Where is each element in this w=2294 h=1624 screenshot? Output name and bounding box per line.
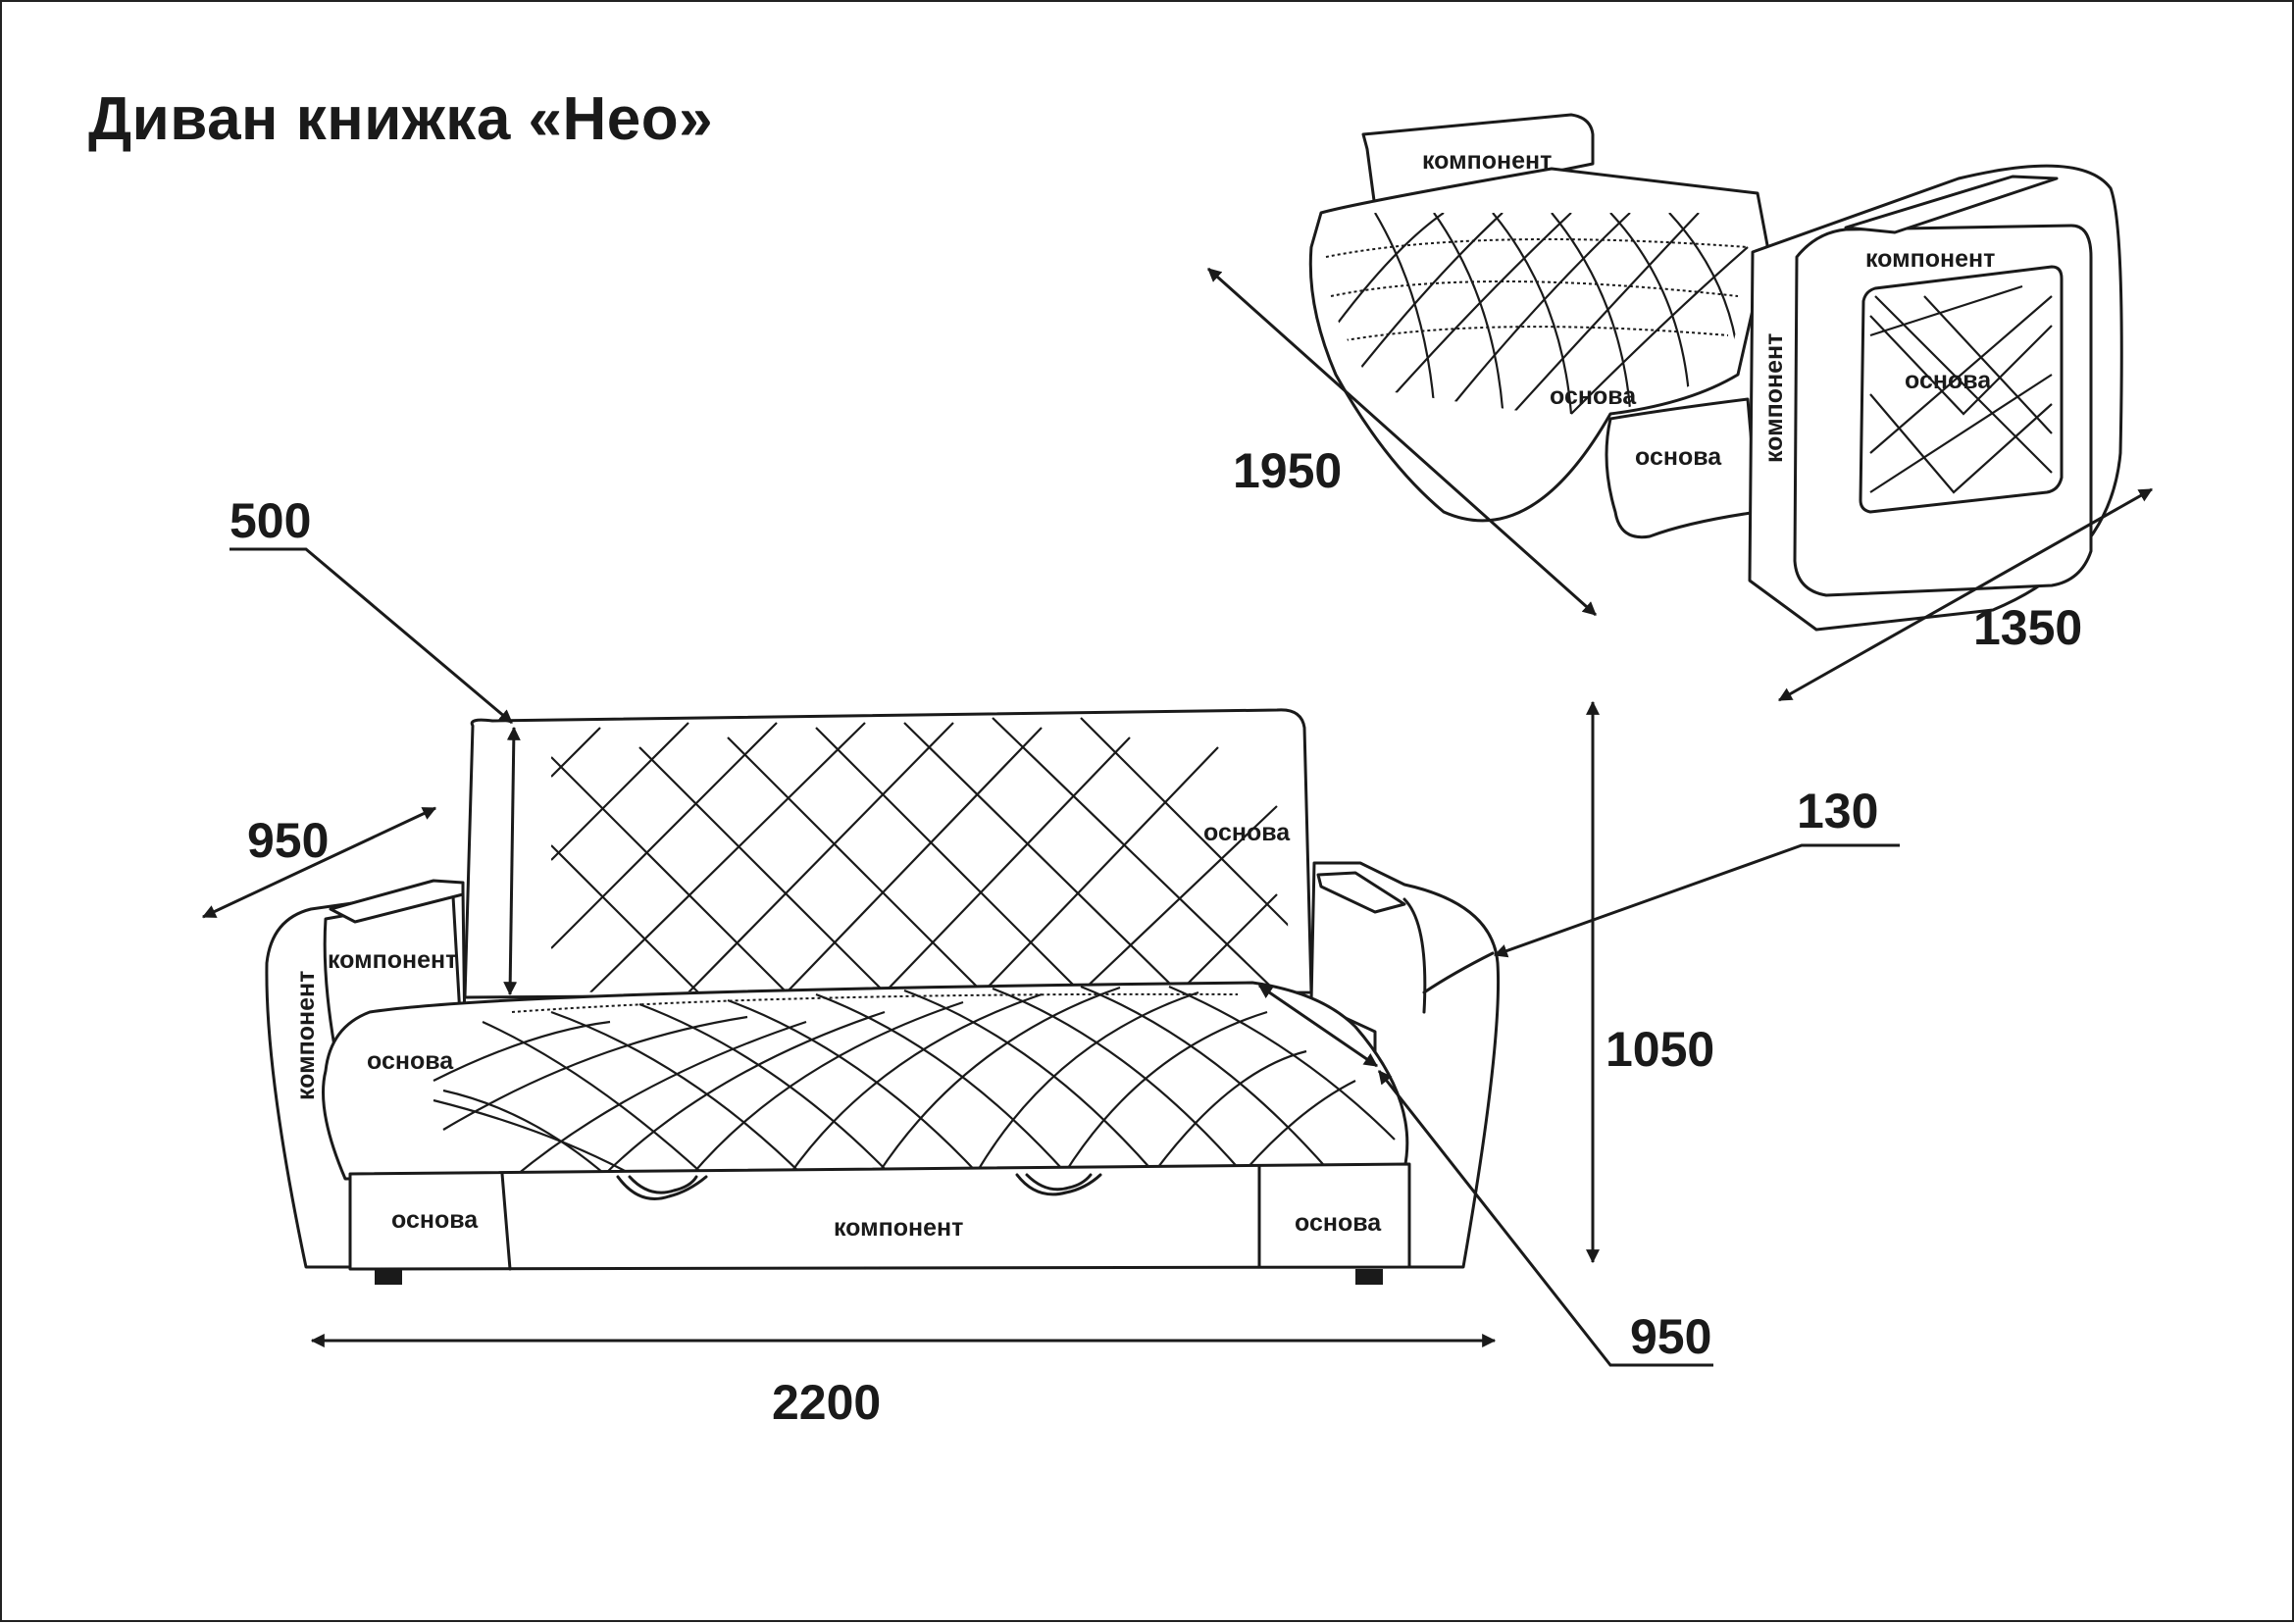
dim-armrest-width: 130 bbox=[1797, 784, 1878, 838]
unfolded-seat-cushion bbox=[1605, 397, 1759, 539]
right-armrest bbox=[1309, 861, 1501, 1269]
dim-back-height: 500 bbox=[229, 493, 311, 548]
label-window-base: основа bbox=[1905, 367, 1992, 394]
label-armrest-component: компонент bbox=[1865, 245, 1995, 273]
label-seat-front-base: основа bbox=[1635, 443, 1722, 471]
label-left-base: основа bbox=[391, 1206, 479, 1234]
label-backrest-base: основа bbox=[1203, 819, 1291, 846]
left-foot bbox=[375, 1269, 402, 1285]
diagram-title: Диван книжка «Нео» bbox=[88, 85, 714, 153]
dim-top-depth: 1950 bbox=[1233, 443, 1342, 498]
drawer-handle-left bbox=[616, 1175, 708, 1200]
label-right-base: основа bbox=[1295, 1209, 1382, 1237]
front-sofa: основа компонент компонент основа основа… bbox=[265, 708, 1501, 1285]
dimension-lines: 1950 1350 500 950 130 1050 950 2200 bbox=[201, 267, 2154, 1430]
unfolded-sofa: компонент компонент компонент основа осн… bbox=[1308, 113, 2123, 632]
right-foot bbox=[1355, 1269, 1383, 1285]
dim-arm-depth: 950 bbox=[247, 813, 329, 868]
label-left-arm-side-component: компонент bbox=[292, 971, 320, 1100]
dim-top-width: 1350 bbox=[1973, 600, 2082, 655]
label-left-arm-component: компонент bbox=[328, 946, 457, 974]
label-armrest-side-component: компонент bbox=[1760, 333, 1788, 463]
drawer-handle-right bbox=[1015, 1173, 1102, 1196]
label-pillow-component: компонент bbox=[1422, 147, 1552, 175]
label-seat-base: основа bbox=[367, 1047, 454, 1075]
sofa-base bbox=[348, 1162, 1411, 1271]
dim-seat-depth: 950 bbox=[1630, 1309, 1711, 1364]
dim-total-height: 1050 bbox=[1606, 1022, 1714, 1077]
backrest bbox=[463, 708, 1313, 999]
unfolded-armrest-pad bbox=[1844, 175, 2059, 234]
dim-total-width: 2200 bbox=[772, 1375, 881, 1430]
backrest-quilting bbox=[551, 717, 1292, 992]
label-drawer-component: компонент bbox=[834, 1214, 963, 1242]
label-bed-base: основа bbox=[1550, 382, 1637, 410]
right-armrest-pad bbox=[1316, 871, 1406, 914]
